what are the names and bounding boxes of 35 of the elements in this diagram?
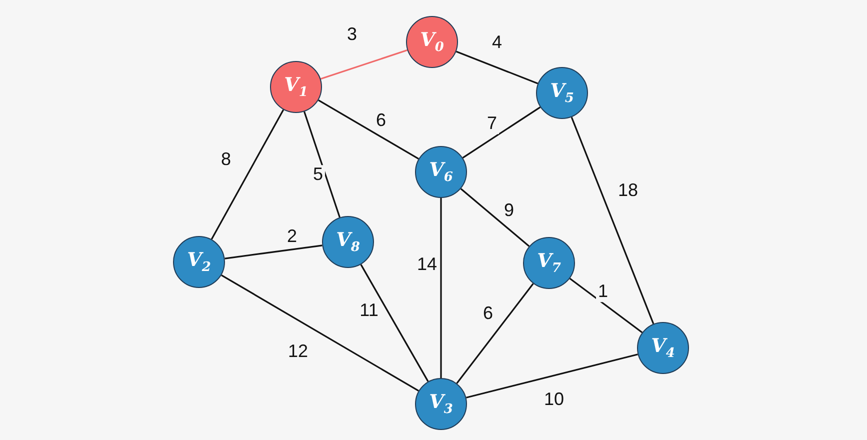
edge-line (462, 106, 541, 158)
vertex-label: V$_{6}$ (429, 160, 453, 184)
vertex-circle (270, 61, 322, 113)
vertex-circle (415, 146, 467, 198)
vertex-label: V$_{5}$ (550, 82, 574, 104)
vertex-circle (523, 237, 575, 289)
edge-line (304, 111, 340, 218)
vertex-label: V$_{4}$ (651, 336, 675, 360)
vertex-label: V$_{3}$ (429, 392, 453, 416)
vertex-circle (536, 67, 588, 119)
vertex-label: V$_{0}$ (420, 30, 444, 54)
vertex-circle (637, 322, 689, 374)
vertex-label: V$_{7}$ (537, 252, 561, 274)
edge-line (360, 264, 429, 382)
edge-line (460, 188, 530, 247)
vertex-label: V$_{8}$ (336, 230, 360, 254)
vertex-circle (322, 216, 374, 268)
vertex-label: V$_{2}$ (187, 250, 211, 274)
edge-line (221, 274, 419, 392)
edge-label: 1 (596, 282, 610, 302)
vertex-label: V$_{1}$ (284, 76, 308, 98)
vertex-circle (173, 236, 225, 288)
edge-line (224, 244, 322, 260)
edge-line (318, 99, 419, 160)
edge-label: 7 (485, 114, 499, 134)
edge-line (466, 354, 638, 398)
edge-line (456, 283, 534, 384)
edge-line (320, 49, 408, 80)
edge-line (440, 198, 442, 378)
edge-line (210, 109, 284, 240)
vertex-circle (415, 378, 467, 430)
edge-line (569, 278, 643, 334)
edge-line (456, 50, 538, 84)
vertex-circle (406, 16, 458, 68)
edge-line (570, 116, 654, 324)
